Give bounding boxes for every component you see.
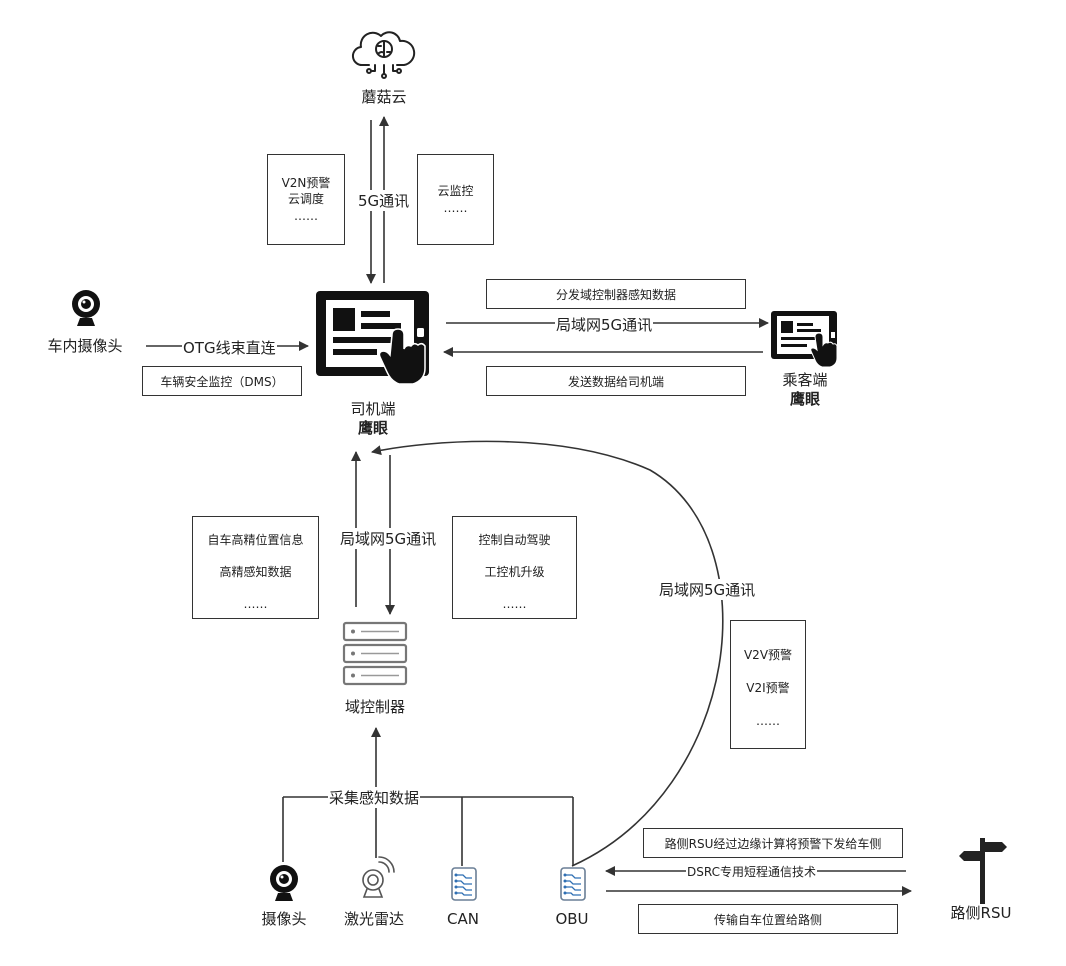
control-box: 控制自动驾驶 工控机升级 …… — [452, 516, 577, 619]
driver-label: 司机端 鹰眼 — [350, 400, 395, 438]
tablet-touch-icon — [771, 311, 838, 368]
circuit-board-icon — [451, 867, 477, 901]
distribute-box: 分发域控制器感知数据 — [486, 279, 746, 309]
v2x-box: V2V预警 V2I预警 …… — [730, 620, 806, 749]
rsu-edge-box: 路侧RSU经过边缘计算将预警下发给车侧 — [643, 828, 903, 858]
box-line: V2I预警 — [746, 681, 790, 695]
passenger-name: 乘客端 — [782, 371, 828, 389]
box-line: …… — [502, 597, 527, 611]
cloud-label: 蘑菇云 — [361, 88, 407, 106]
cloud-brain-icon — [352, 31, 416, 79]
lidar-icon — [362, 856, 395, 898]
cloud-monitor-box: 云监控 …… — [417, 154, 494, 245]
obu-link-label: 局域网5G通讯 — [658, 579, 757, 600]
v2n-box: V2N预警 云调度 …… — [267, 154, 345, 245]
cloud-link-label: 5G通讯 — [357, 190, 411, 211]
box-line: …… — [756, 714, 780, 728]
box-line: 传输自车位置给路侧 — [713, 912, 822, 927]
camera-label: 摄像头 — [261, 910, 307, 928]
obu-label: OBU — [555, 910, 589, 928]
box-line: …… — [243, 597, 268, 611]
driver-sub: 鹰眼 — [357, 418, 389, 437]
box-line: 分发域控制器感知数据 — [555, 287, 676, 302]
signpost-icon — [959, 838, 1007, 904]
cabin-camera-label: 车内摄像头 — [47, 337, 123, 355]
tablet-touch-icon — [316, 291, 429, 385]
can-label: CAN — [447, 910, 479, 928]
circuit-board-icon — [560, 867, 586, 901]
box-line: V2N预警 — [281, 176, 331, 191]
rsu-label: 路侧RSU — [950, 904, 1012, 922]
passenger-link-label: 局域网5G通讯 — [555, 314, 654, 335]
arrow-obu-to-driver — [371, 440, 724, 867]
webcam-icon — [72, 290, 100, 326]
collect-label: 采集感知数据 — [328, 787, 421, 808]
box-line: 车辆安全监控（DMS） — [160, 374, 284, 389]
box-line: 发送数据给司机端 — [567, 374, 664, 389]
box-line: …… — [294, 208, 318, 223]
position-box: 自车高精位置信息 高精感知数据 …… — [192, 516, 319, 619]
lidar-label: 激光雷达 — [343, 910, 405, 928]
send-driver-box: 发送数据给司机端 — [486, 366, 746, 396]
driver-name: 司机端 — [350, 400, 396, 418]
box-line: 自车高精位置信息 — [207, 533, 304, 547]
dsrc-label: DSRC专用短程通信技术 — [686, 863, 817, 880]
box-line: 路侧RSU经过边缘计算将预警下发给车侧 — [664, 836, 882, 851]
box-line: V2V预警 — [743, 648, 793, 662]
box-line: 云调度 — [287, 192, 324, 207]
box-line: …… — [443, 200, 468, 215]
server-rack-icon — [342, 621, 408, 686]
box-line: 云监控 — [437, 184, 474, 199]
passenger-sub: 鹰眼 — [789, 389, 821, 408]
webcam-icon — [270, 865, 298, 901]
dms-box: 车辆安全监控（DMS） — [142, 366, 302, 396]
transmit-box: 传输自车位置给路侧 — [638, 904, 898, 934]
controller-link-label: 局域网5G通讯 — [339, 528, 438, 549]
passenger-label: 乘客端 鹰眼 — [782, 371, 827, 409]
box-line: 高精感知数据 — [219, 565, 292, 579]
otg-link-label: OTG线束直连 — [182, 337, 277, 358]
domain-controller-label: 域控制器 — [344, 698, 406, 716]
box-line: 控制自动驾驶 — [478, 533, 551, 547]
box-line: 工控机升级 — [484, 565, 545, 579]
